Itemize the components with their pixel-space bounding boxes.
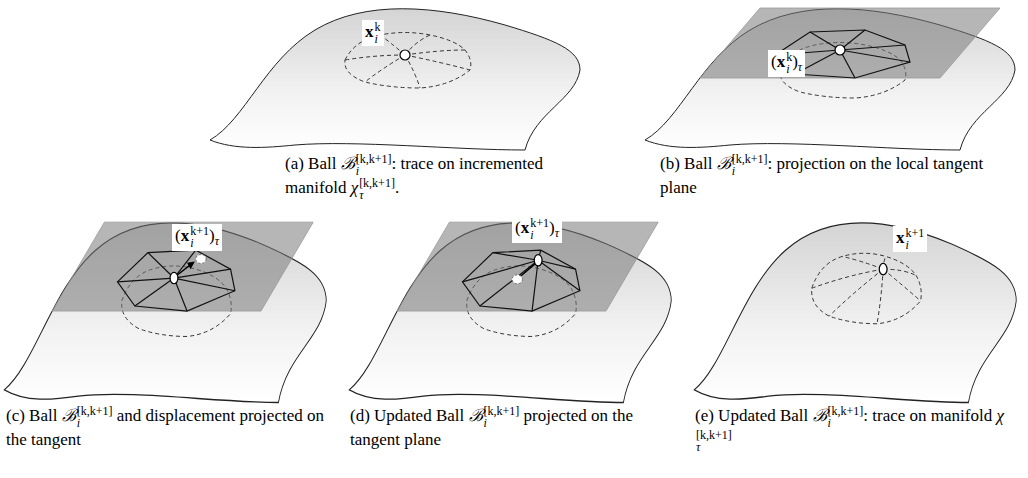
subscript: i xyxy=(375,33,381,45)
superscript: [k,k+1] xyxy=(828,405,864,417)
math-symbol: ℬ xyxy=(717,154,731,173)
point-label: (xk+1i)τ xyxy=(512,216,562,243)
subscript: i xyxy=(786,63,792,75)
math-symbol: χ xyxy=(351,178,358,197)
superscript: [k,k+1] xyxy=(77,405,113,417)
subscript: τ xyxy=(215,234,219,248)
caption-text: ( xyxy=(771,52,777,71)
superscript: k+1 xyxy=(530,217,549,229)
caption-text: : trace on manifold xyxy=(863,406,996,425)
point-label: xki xyxy=(362,20,384,46)
index-stack: [k,k+1]i xyxy=(356,153,392,177)
index-stack: [k,k+1]τ xyxy=(359,177,395,201)
index-stack: k+1i xyxy=(190,225,209,249)
superscript: [k,k+1] xyxy=(696,429,732,441)
math-symbol: ℬ xyxy=(62,406,76,425)
caption-text: (c) Ball xyxy=(6,406,62,425)
index-stack: [k,k+1]i xyxy=(732,153,768,177)
math-symbol: ℬ xyxy=(469,406,483,425)
caption-text: ) xyxy=(209,226,215,245)
point-label: (xk+1i)τ xyxy=(172,224,222,251)
vector-symbol: x xyxy=(365,22,374,41)
superscript: k xyxy=(786,51,792,63)
caption-text: (e) Updated Ball xyxy=(695,406,813,425)
subscript: i xyxy=(190,237,209,249)
index-stack: [k,k+1]τ xyxy=(696,429,732,453)
caption-text: (d) Updated Ball xyxy=(350,406,469,425)
subscript: i xyxy=(530,229,549,241)
index-stack: [k,k+1]i xyxy=(484,405,520,429)
panel-caption: (a) Ball ℬ[k,k+1]i: trace on incremented… xyxy=(285,153,585,201)
superscript: [k,k+1] xyxy=(484,405,520,417)
index-stack: k+1i xyxy=(906,227,925,251)
vector-symbol: x xyxy=(181,226,190,245)
superscript: [k,k+1] xyxy=(359,177,395,189)
math-symbol: ℬ xyxy=(341,154,355,173)
index-stack: ki xyxy=(786,51,792,75)
subscript: i xyxy=(828,417,864,429)
panel-caption: (b) Ball ℬ[k,k+1]i: projection on the lo… xyxy=(660,153,990,199)
caption-text: ( xyxy=(175,226,181,245)
caption-text: (a) Ball xyxy=(285,154,341,173)
subscript: i xyxy=(732,165,768,177)
subscript: τ xyxy=(696,441,732,453)
panel-caption: (e) Updated Ball ℬ[k,k+1]i: trace on man… xyxy=(695,405,1020,453)
subscript: τ xyxy=(798,60,802,74)
subscript: i xyxy=(356,165,392,177)
math-symbol: χ xyxy=(996,406,1003,425)
vector-symbol: x xyxy=(521,218,530,237)
subscript: i xyxy=(484,417,520,429)
caption-text: ) xyxy=(792,52,798,71)
caption-text: ( xyxy=(515,218,521,237)
superscript: [k,k+1] xyxy=(732,153,768,165)
vector-symbol: x xyxy=(896,228,905,247)
panel-caption: (c) Ball ℬ[k,k+1]i and displacement proj… xyxy=(6,405,331,451)
superscript: [k,k+1] xyxy=(356,153,392,165)
subscript: τ xyxy=(359,189,395,201)
subscript: i xyxy=(906,239,925,251)
index-stack: ki xyxy=(375,21,381,45)
caption-text: (b) Ball xyxy=(660,154,717,173)
point-label: (xki)τ xyxy=(768,50,805,77)
panel-caption: (d) Updated Ball ℬ[k,k+1]i projected on … xyxy=(350,405,680,451)
superscript: k xyxy=(375,21,381,33)
index-stack: k+1i xyxy=(530,217,549,241)
superscript: k+1 xyxy=(190,225,209,237)
index-stack: [k,k+1]i xyxy=(77,405,113,429)
superscript: k+1 xyxy=(906,227,925,239)
subscript: τ xyxy=(555,226,559,240)
math-symbol: ℬ xyxy=(813,406,827,425)
index-stack: [k,k+1]i xyxy=(828,405,864,429)
caption-text: ) xyxy=(549,218,555,237)
point-label: xk+1i xyxy=(893,226,927,252)
caption-text: . xyxy=(395,178,399,197)
vector-symbol: x xyxy=(777,52,786,71)
subscript: i xyxy=(77,417,113,429)
